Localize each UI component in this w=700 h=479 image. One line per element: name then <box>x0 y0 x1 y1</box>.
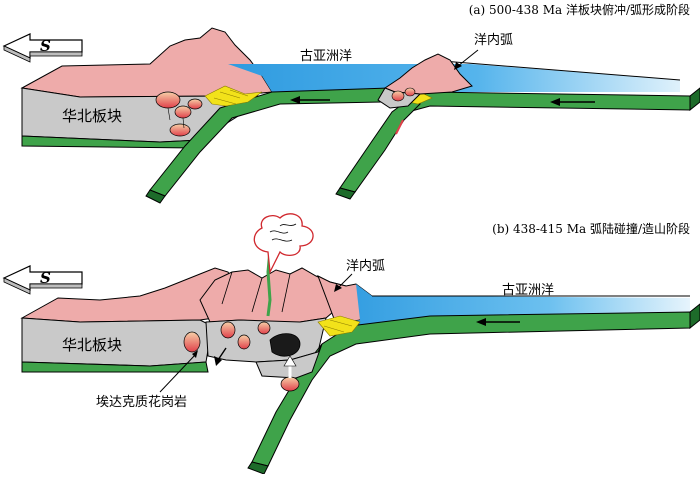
arc-label-a: 洋内弧 <box>474 32 513 48</box>
direction-label-b: S <box>40 269 51 287</box>
ocean-label-b: 古亚洲洋 <box>502 283 554 298</box>
thrust-arrow-b <box>217 347 227 361</box>
magma-bodies-b <box>183 249 301 357</box>
arc-slab-a <box>339 99 421 193</box>
panel-b: (b) 438-415 Ma 弧陆碰撞/造山阶段 S <box>2 213 700 475</box>
panel-a: (a) 500-438 Ma 洋板块俯冲/弧形成阶段 S <box>2 2 700 204</box>
panel-a-caption: (a) 500-438 Ma 洋板块俯冲/弧形成阶段 <box>469 2 690 17</box>
north-china-crust-top-a <box>20 27 273 98</box>
north-china-crust-top-b <box>20 267 239 323</box>
direction-arrow-b: S <box>2 265 83 295</box>
north-china-base-b <box>21 361 209 373</box>
arc-pointer-a <box>457 49 479 67</box>
magma-bodies-a <box>155 91 203 137</box>
eruption-cloud <box>253 213 314 275</box>
granite-pointer <box>159 353 197 393</box>
panel-b-caption: (b) 438-415 Ma 弧陆碰撞/造山阶段 <box>492 221 690 236</box>
arc-label-b: 洋内弧 <box>346 258 385 274</box>
arc-pointer-b <box>337 273 353 289</box>
sediment-wedge-b <box>317 315 361 337</box>
granite-label: 埃达克质花岗岩 <box>96 394 187 410</box>
direction-label-a: S <box>40 37 51 55</box>
direction-arrow-a: S <box>2 33 83 63</box>
north-china-label-b: 华北板块 <box>62 336 122 354</box>
slab-melt <box>280 376 300 392</box>
ocean-surface-b <box>336 284 690 326</box>
north-china-label-a: 华北板块 <box>62 107 122 125</box>
ocean-label-a: 古亚洲洋 <box>300 49 352 64</box>
